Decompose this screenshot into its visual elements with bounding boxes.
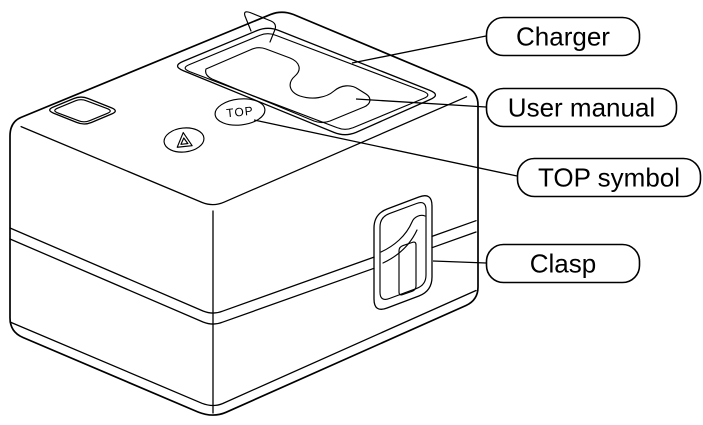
accessory-recess-outer bbox=[49, 96, 116, 125]
label-bubble-top-symbol bbox=[516, 157, 702, 198]
callout-top-symbol: TOP symbol bbox=[253, 119, 702, 198]
label-text-top-symbol: TOP symbol bbox=[538, 163, 680, 193]
charger-recess bbox=[176, 11, 437, 136]
clasp-outer bbox=[373, 195, 433, 310]
recycle-icon bbox=[176, 131, 193, 148]
callouts: Charger User manual TOP symbol Clasp bbox=[253, 16, 702, 284]
top-symbol-text: TOP bbox=[226, 104, 255, 121]
accessory-recess bbox=[49, 96, 116, 125]
callout-charger: Charger bbox=[351, 16, 641, 64]
case-outline bbox=[9, 11, 479, 416]
accessory-recess-inner bbox=[54, 99, 111, 123]
charger-recess-inner bbox=[184, 33, 429, 130]
charger-recess-outer bbox=[176, 27, 437, 136]
leader-line-clasp bbox=[432, 260, 487, 264]
label-bubble-clasp bbox=[485, 243, 641, 284]
label-text-user-manual: User manual bbox=[508, 93, 655, 123]
label-bubble-user-manual bbox=[485, 87, 678, 128]
clasp-drawing bbox=[373, 195, 433, 310]
top-face-front-edges bbox=[20, 96, 468, 206]
label-text-clasp: Clasp bbox=[530, 249, 596, 279]
lid-seam-line-1 bbox=[9, 220, 477, 314]
clasp-slot bbox=[398, 241, 417, 296]
base-rim-line bbox=[9, 289, 477, 407]
callout-clasp: Clasp bbox=[432, 243, 641, 284]
leader-line-user-manual bbox=[355, 98, 487, 108]
clasp-latch-curve-2 bbox=[382, 229, 418, 264]
clasp-inner bbox=[379, 202, 427, 300]
top-symbol-ellipse bbox=[214, 98, 266, 126]
recycle-symbol-ellipse bbox=[163, 127, 205, 153]
charger-pocket-contour bbox=[205, 47, 371, 124]
callout-user-manual: User manual bbox=[355, 87, 678, 128]
label-bubble-charger bbox=[485, 16, 641, 57]
recycle-marking bbox=[163, 127, 205, 153]
top-symbol-marking: TOP bbox=[214, 98, 266, 126]
leader-line-charger bbox=[351, 35, 487, 64]
label-text-charger: Charger bbox=[516, 22, 610, 52]
case-line-art: TOP bbox=[9, 11, 479, 416]
back-notch bbox=[243, 11, 277, 43]
leader-line-top-symbol bbox=[253, 119, 518, 177]
clasp-latch-curve-1 bbox=[380, 214, 426, 253]
lid-seam-line-2 bbox=[9, 231, 477, 325]
